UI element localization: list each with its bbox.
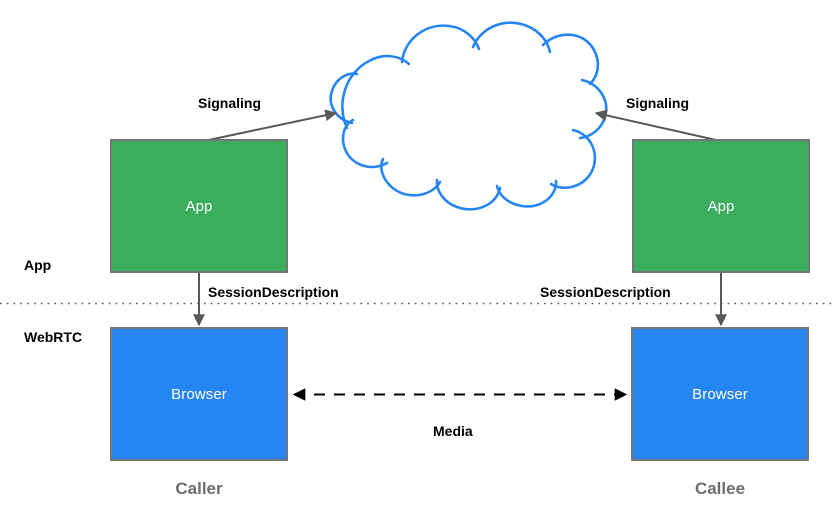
edge-label-caller-sessiondescription: SessionDescription bbox=[208, 284, 339, 300]
node-caller-browser-label: Browser bbox=[171, 385, 227, 403]
signaling-cloud-icon bbox=[329, 21, 608, 211]
layer-label-app: App bbox=[24, 257, 52, 273]
edge-label-media: Media bbox=[433, 423, 473, 439]
arrow-caller-signaling bbox=[203, 109, 338, 142]
node-caller-app[interactable]: App bbox=[110, 139, 288, 273]
role-label-caller: Caller bbox=[175, 479, 223, 498]
node-callee-app[interactable]: App bbox=[632, 139, 810, 273]
arrow-callee-signaling bbox=[594, 109, 717, 141]
role-label-callee: Callee bbox=[694, 479, 746, 498]
edge-label-caller-signaling: Signaling bbox=[198, 95, 261, 111]
edge-label-callee-sessiondescription: SessionDescription bbox=[540, 284, 671, 300]
node-callee-browser-label: Browser bbox=[692, 385, 748, 403]
node-caller-app-label: App bbox=[185, 197, 213, 215]
node-callee-app-label: App bbox=[707, 197, 735, 215]
layer-label-webrtc: WebRTC bbox=[24, 329, 83, 345]
node-caller-browser[interactable]: Browser bbox=[110, 327, 288, 461]
edge-label-callee-signaling: Signaling bbox=[626, 95, 689, 111]
node-callee-browser[interactable]: Browser bbox=[631, 327, 809, 461]
